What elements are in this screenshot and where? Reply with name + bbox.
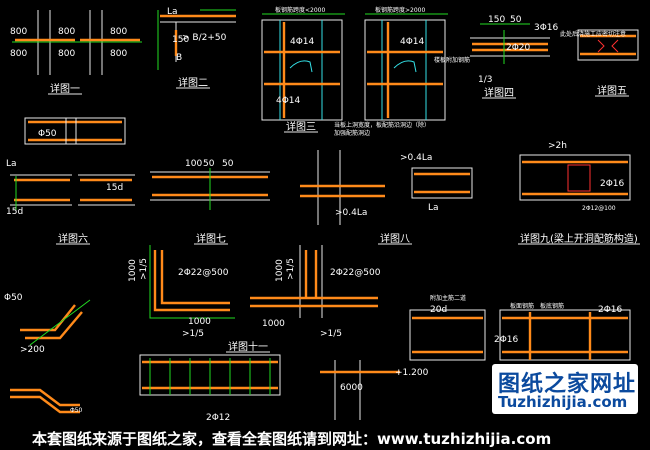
dim-label: >1/5 [139, 258, 149, 280]
dim-label: 6000 [340, 383, 363, 393]
note: 板底钢筋 [540, 302, 564, 310]
note: 板面钢筋 [510, 302, 534, 310]
dim-label: 2Φ20 [506, 43, 531, 53]
dim-label: 1000 [188, 317, 211, 327]
detail-11: 2Φ12 详图十一 [139, 340, 281, 423]
note: 此处后浇施工应密切注意 [560, 30, 626, 38]
note: 当板上洞宽度，板配筋沿洞边（除） [334, 121, 430, 129]
dim-label: 150 [488, 15, 505, 25]
watermark-line-1: 图纸之家网址 [498, 372, 637, 397]
svg-text:800: 800 [110, 27, 127, 37]
dim-label: 4Φ14 [276, 96, 301, 106]
svg-text:800: 800 [110, 49, 127, 59]
dim-label: >2h [548, 141, 567, 151]
caption-detail-4: 详图四 [484, 86, 514, 99]
dim-label: Φ50 [70, 407, 83, 414]
dim-label: Φ50 [38, 129, 57, 139]
span-label: 板钢筋跨度>2000 [375, 6, 425, 14]
dim-label: La [428, 203, 439, 213]
dim-label: >1/5 [286, 258, 296, 280]
dim-label: 2Φ16 [600, 179, 625, 189]
dim-label: 2Φ16 [598, 305, 623, 315]
caption-detail-2: 详图二 [178, 76, 208, 89]
dim-label: 20d [430, 305, 447, 315]
dim-label: B [176, 53, 182, 63]
detail-4: 150 50 3Φ16 2Φ20 楼板附加钢筋 1/3 详图四 [434, 15, 559, 99]
dim-label: >1/5 [182, 329, 204, 339]
watermark-line-2: Tuzhizhijia.com [498, 393, 628, 411]
caption-detail-5: 详图五 [597, 84, 627, 97]
dim-label: 800 [10, 49, 27, 59]
dim-label: >200 [20, 345, 45, 355]
dim-label: 800 [10, 27, 27, 37]
dim-label: +1.200 [395, 368, 429, 378]
dim-label: >0.4La [400, 153, 432, 163]
dim-label: >0.4La [335, 208, 367, 218]
dim-label: 2Φ16 [494, 335, 519, 345]
span-label: 板钢筋跨度<2000 [275, 6, 325, 14]
detail-bent-2: 1000 >1/5 2Φ22@500 1000 >1/5 [250, 245, 381, 339]
detail-diagonal: Φ50 >200 Φ50 [4, 293, 91, 414]
dim-label: 15d [6, 207, 23, 217]
detail-stair: 6000 +1.200 [320, 360, 429, 420]
caption-detail-1: 详图一 [50, 82, 80, 95]
note: 附加主筋二道 [430, 294, 466, 302]
dim-label: 15d [106, 183, 123, 193]
dim-label: 50 [203, 159, 215, 169]
detail-5: 此处后浇施工应密切注意 详图五 [560, 29, 639, 97]
dim-label: 50 [222, 159, 234, 169]
dim-label: 3Φ16 [534, 23, 559, 33]
dim-label: La [6, 159, 17, 169]
dim-label: 2Φ12@100 [582, 205, 616, 212]
footer-text: 本套图纸来源于图纸之家，查看全套图纸请到网址：www.tuzhizhijia.c… [32, 430, 552, 448]
caption-detail-7: 详图七 [196, 232, 226, 245]
dim-label: Φ50 [4, 293, 23, 303]
caption-detail-11: 详图十一 [228, 340, 268, 353]
dim-label: 50 [510, 15, 522, 25]
dim-label: 2Φ12 [206, 413, 230, 423]
detail-middle: >0.4La >0.4La La 详图八 [300, 150, 473, 245]
dim-label: 1000 [262, 319, 285, 329]
detail-bent-1: 1000 >1/5 1000 >1/5 2Φ22@500 [128, 245, 235, 339]
dim-label: >1/5 [320, 329, 342, 339]
dim-label: 1000 [275, 259, 285, 282]
detail-7: 100 50 50 详图七 [150, 159, 270, 245]
detail-2: La > B/2+50 150 B 详图二 [157, 7, 236, 89]
detail-9: >2h 2Φ16 2Φ12@100 详图九(梁上开洞配筋构造) [518, 141, 640, 245]
dim-label: 100 [185, 159, 202, 169]
dim-label: 2Φ22@500 [178, 268, 229, 278]
dim-label: 4Φ14 [290, 37, 315, 47]
dim-label: 150 [172, 35, 189, 45]
dim-label: 800 [58, 27, 75, 37]
detail-3: 板钢筋跨度<2000 板钢筋跨度>2000 4Φ14 4Φ14 4Φ14 当板上… [261, 6, 448, 137]
caption-detail-9: 详图九(梁上开洞配筋构造) [520, 232, 638, 245]
note: 加强配筋洞边 [334, 129, 370, 137]
footer-banner: 本套图纸来源于图纸之家，查看全套图纸请到网址：www.tuzhizhijia.c… [0, 425, 650, 450]
detail-1: 800 800 800 800 800 800 详图一 [10, 10, 142, 95]
caption-detail-3: 详图三 [286, 120, 316, 133]
note: 楼板附加钢筋 [434, 56, 470, 64]
dim-label: 4Φ14 [400, 37, 425, 47]
dim-label: > B/2+50 [182, 33, 227, 43]
dim-label: 2Φ22@500 [330, 268, 381, 278]
detail-beams: 20d 附加主筋二道 2Φ16 2Φ16 板面钢筋 板底钢筋 [409, 294, 631, 361]
dim-label: 1000 [128, 259, 138, 282]
dim-label: 800 [58, 49, 75, 59]
detail-6: Φ50 La 15d 15d 详图六 [6, 117, 135, 245]
watermark-badge: 图纸之家网址 Tuzhizhijia.com [492, 364, 638, 414]
dim-label: La [167, 7, 178, 17]
dim-label: 1/3 [478, 75, 492, 85]
caption-detail-6: 详图六 [58, 232, 88, 245]
caption-detail-8: 详图八 [380, 232, 410, 245]
